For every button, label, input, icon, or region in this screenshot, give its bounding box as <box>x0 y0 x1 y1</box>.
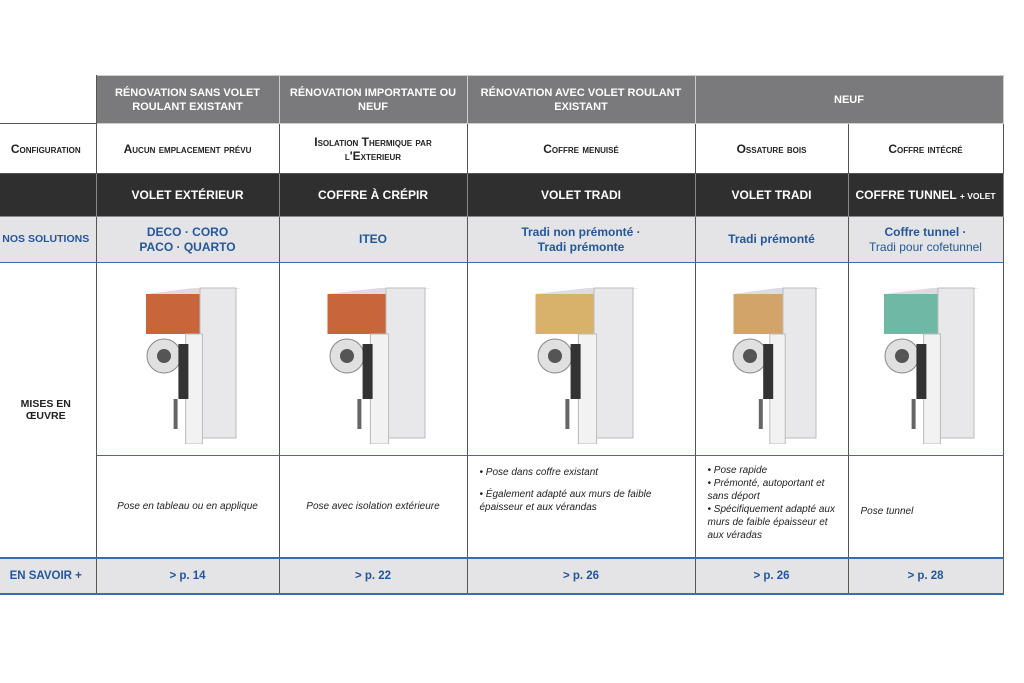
product-image <box>694 262 849 456</box>
detail-line: • Également adapté aux murs de faible ép… <box>479 489 652 513</box>
detail-line: • Spécifiquement adapté aux murs de faib… <box>707 504 835 541</box>
solution-line[interactable]: Tradi pour cofetunnel <box>869 239 982 254</box>
config-cell: Ossature bois <box>694 123 849 174</box>
empty-corner <box>0 75 97 124</box>
solution-line[interactable]: DECO · CORO <box>146 224 229 239</box>
type-label: Coffre tunnel <box>855 188 957 202</box>
empty-label <box>0 173 97 217</box>
detail-line: • Pose rapide <box>707 465 768 476</box>
type-cell: Coffre à crépir <box>278 173 468 217</box>
row-label-configuration: Configuration <box>0 123 97 174</box>
detail-cell: Pose tunnel <box>847 455 1004 558</box>
solutions-table: Rénovation sans volet roulant existant R… <box>0 75 1004 595</box>
solution-line[interactable]: Tradi prémonte <box>537 239 625 254</box>
type-cell: Volet extérieur <box>95 173 280 217</box>
type-cell: Volet tradi <box>694 173 849 217</box>
row-label-savoir: En savoir + <box>0 556 97 595</box>
group-header: Neuf <box>694 75 1004 124</box>
solution-cell[interactable]: Tradi prémonté <box>694 216 849 263</box>
detail-cell: Pose en tableau ou en applique <box>95 455 280 558</box>
config-cell: Aucun emplacement prévu <box>95 123 280 174</box>
solution-line[interactable]: Coffre tunnel · <box>884 224 967 239</box>
shutter-box-illustration <box>883 287 980 444</box>
detail-cell: Pose avec isolation extérieure <box>278 455 468 558</box>
group-header: Rénovation sans volet roulant existant <box>95 75 280 124</box>
config-cell: Coffre menuisé <box>466 123 696 174</box>
shutter-box-illustration <box>145 287 242 444</box>
product-image <box>278 262 468 456</box>
solution-cell[interactable]: Coffre tunnel ·Tradi pour cofetunnel <box>847 216 1004 263</box>
solution-line[interactable]: Tradi prémonté <box>728 232 815 246</box>
product-image <box>95 262 280 456</box>
config-cell: Coffre intécré <box>847 123 1004 174</box>
type-cell: Volet tradi <box>466 173 696 217</box>
solution-line[interactable]: Tradi non prémonté · <box>521 224 641 239</box>
row-label-solutions: Nos solutions <box>0 216 97 263</box>
shutter-box-illustration <box>535 287 640 444</box>
page-link[interactable]: > p. 26 <box>694 556 849 595</box>
solution-cell[interactable]: Tradi non prémonté ·Tradi prémonte <box>466 216 696 263</box>
group-header: Rénovation importante ou neuf <box>278 75 468 124</box>
detail-line: • Pose dans coffre existant <box>479 467 599 478</box>
page-link[interactable]: > p. 22 <box>278 556 468 595</box>
detail-cell: • Pose rapide • Prémonté, autoportant et … <box>694 455 849 558</box>
solution-line[interactable]: ITEO <box>358 232 387 246</box>
product-image <box>847 262 1004 456</box>
type-suffix: + volet <box>959 191 996 201</box>
product-image <box>466 262 696 456</box>
label-line: œuvre <box>25 409 66 422</box>
row-label-mises: Mises enœuvre <box>0 262 97 558</box>
page-link[interactable]: > p. 26 <box>466 556 696 595</box>
type-cell: Coffre tunnel + volet <box>847 173 1004 217</box>
label-line: Mises en <box>20 397 71 410</box>
config-cell: Isolation Thermique par l'Exterieur <box>278 123 468 174</box>
page-link[interactable]: > p. 14 <box>95 556 280 595</box>
detail-cell: • Pose dans coffre existant • Également a… <box>466 455 696 558</box>
shutter-box-illustration <box>732 287 821 444</box>
solution-cell[interactable]: ITEO <box>278 216 468 263</box>
page-link[interactable]: > p. 28 <box>847 556 1004 595</box>
detail-line: • Prémonté, autoportant et sans déport <box>707 478 825 502</box>
group-header: Rénovation avec volet roulant existant <box>466 75 696 124</box>
solution-line[interactable]: PACO · QUARTO <box>139 239 236 254</box>
shutter-box-illustration <box>327 287 432 444</box>
